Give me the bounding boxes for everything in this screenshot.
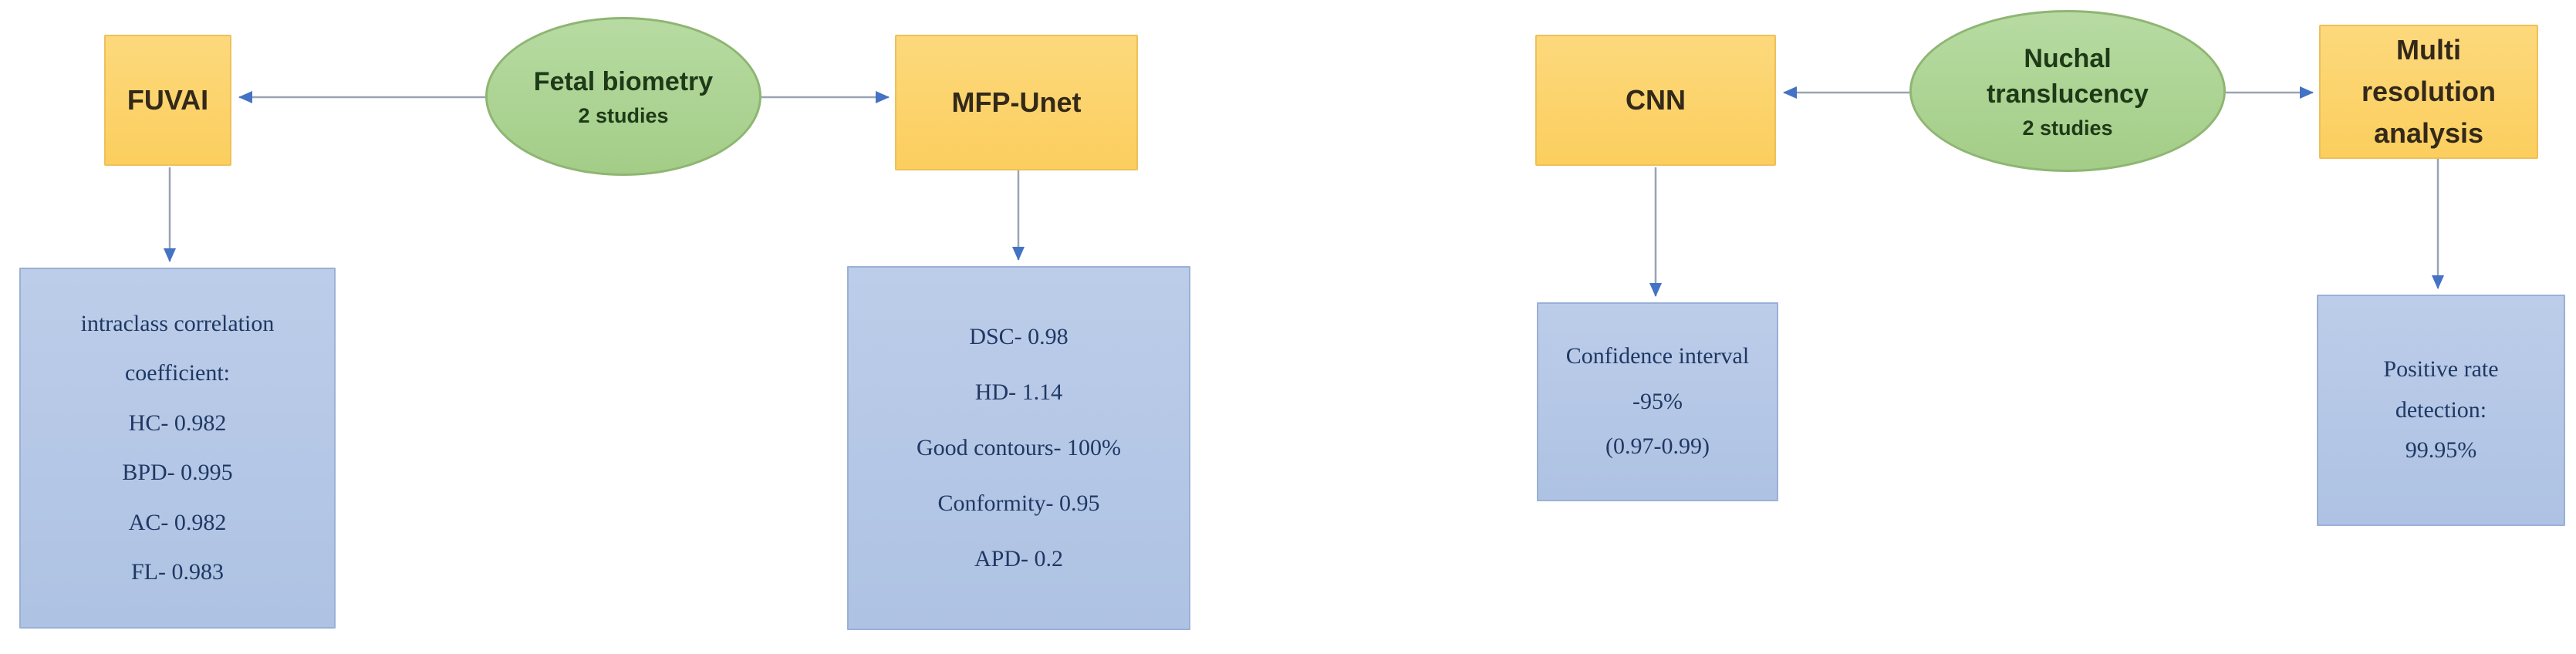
- results-box-cnn: Confidence interval -95% (0.97-0.99): [1537, 302, 1778, 501]
- topic-title: Nuchal translucency: [1987, 43, 2149, 109]
- result-line: FL- 0.983: [131, 559, 224, 585]
- result-line: HD- 1.14: [974, 379, 1063, 405]
- method-box-mfp-unet: MFP-Unet: [895, 35, 1138, 170]
- results-box-mfp-unet: DSC- 0.98 HD- 1.14 Good contours- 100% C…: [847, 266, 1190, 630]
- topic-ellipse-nuchal-translucency: Nuchal translucency 2 studies: [1909, 10, 2226, 172]
- method-box-multi-resolution: Multi resolution analysis: [2319, 25, 2538, 159]
- method-label: MFP-Unet: [951, 86, 1082, 118]
- method-box-fuvai: FUVAI: [104, 35, 231, 166]
- result-line: Good contours- 100%: [917, 435, 1121, 460]
- topic-title: Fetal biometry: [533, 66, 714, 96]
- result-line: Confidence interval -95%: [1565, 343, 1750, 414]
- topic-subtitle: 2 studies: [578, 104, 669, 128]
- method-box-cnn: CNN: [1535, 35, 1776, 166]
- result-line: 99.95%: [2405, 437, 2477, 464]
- result-line: intraclass correlation coefficient:: [80, 310, 275, 386]
- result-line: AC- 0.982: [128, 509, 227, 535]
- method-label: Multi resolution analysis: [2361, 34, 2496, 149]
- method-label: FUVAI: [127, 84, 209, 116]
- result-line: Conformity- 0.95: [937, 490, 1100, 516]
- topic-ellipse-fetal-biometry: Fetal biometry 2 studies: [485, 17, 761, 176]
- result-line: Positive rate detection:: [2383, 356, 2499, 423]
- result-line: (0.97-0.99): [1605, 433, 1710, 460]
- topic-subtitle: 2 studies: [2022, 116, 2113, 140]
- result-line: HC- 0.982: [128, 410, 227, 436]
- result-line: DSC- 0.98: [969, 324, 1069, 349]
- result-line: BPD- 0.995: [122, 460, 233, 485]
- method-label: CNN: [1626, 84, 1686, 116]
- results-box-multi-resolution: Positive rate detection: 99.95%: [2317, 295, 2565, 526]
- result-line: APD- 0.2: [974, 546, 1063, 571]
- results-box-fuvai: intraclass correlation coefficient: HC- …: [19, 268, 336, 629]
